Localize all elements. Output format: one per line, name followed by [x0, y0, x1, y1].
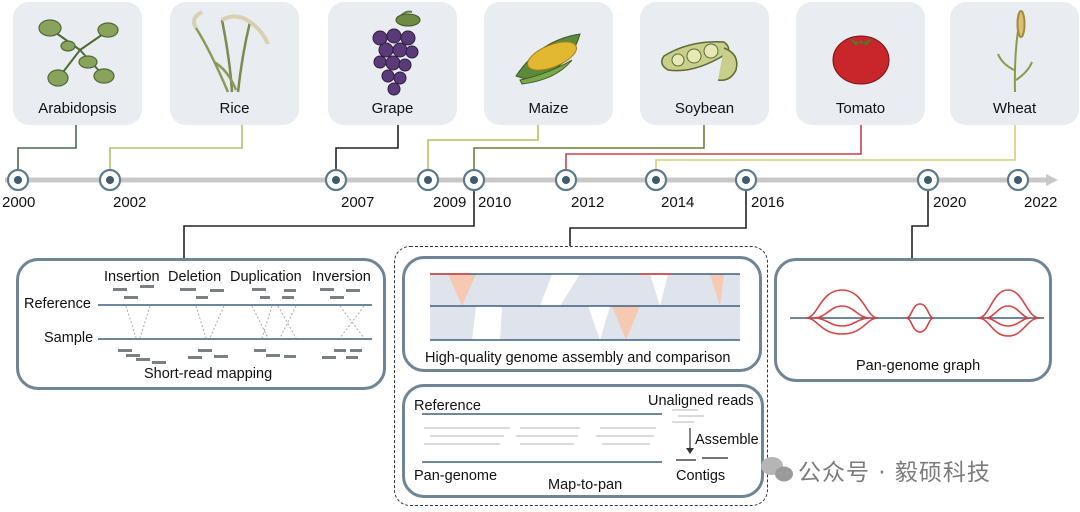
- year-label-2022: 2022: [1024, 194, 1058, 211]
- year-label-2009: 2009: [433, 194, 467, 211]
- maize-connector: [427, 125, 539, 171]
- watermark-text: 公众号 · 毅硕科技: [798, 460, 991, 486]
- year-label-2012: 2012: [571, 194, 605, 211]
- crop-label-grape: Grape: [371, 100, 414, 117]
- map-to-pan-caption: Map-to-pan: [548, 477, 623, 493]
- year-label-2014: 2014: [661, 194, 695, 211]
- short-read-sample-label: Sample: [44, 330, 94, 346]
- rice-connector: [109, 125, 243, 171]
- assembly-connector: [569, 190, 747, 246]
- crop-label-wheat: Wheat: [992, 100, 1037, 117]
- short-read-mapping-panel: [16, 258, 386, 390]
- year-label-2002: 2002: [113, 194, 147, 211]
- short-read-reference-label: Reference: [24, 296, 91, 312]
- crop-card-rice: [170, 2, 299, 125]
- crop-label-rice: Rice: [219, 100, 250, 117]
- graph-connector: [911, 190, 929, 258]
- tomato-icon: [832, 35, 890, 85]
- timeline-arrow: [1046, 174, 1058, 186]
- arabidopsis-connector: [17, 125, 77, 171]
- year-label-2000: 2000: [2, 194, 36, 211]
- variant-type-deletion: Deletion: [168, 269, 222, 285]
- crop-label-maize: Maize: [528, 100, 569, 117]
- year-label-2007: 2007: [341, 194, 375, 211]
- crop-card-arabidopsis: [13, 2, 142, 125]
- variant-type-insertion: Insertion: [104, 269, 160, 285]
- wheat-plant-icon: [997, 10, 1033, 93]
- soybean-connector: [473, 125, 705, 171]
- variant-type-inversion: Inversion: [312, 269, 371, 285]
- assemble-label: Assemble: [695, 432, 759, 448]
- crop-label-tomato: Tomato: [835, 100, 886, 117]
- pan-genome-graph-panel: [774, 258, 1052, 382]
- unaligned-reads-label: Unaligned reads: [648, 393, 754, 409]
- map-to-pan-reference-label: Reference: [414, 398, 481, 414]
- soybean-pod-icon: [661, 41, 738, 82]
- pan-genome-graph-caption: Pan-genome graph: [856, 358, 981, 374]
- crop-label-soybean: Soybean: [674, 100, 735, 117]
- grape-connector: [335, 125, 399, 171]
- short-read-connector: [183, 190, 475, 258]
- variant-type-duplication: Duplication: [230, 269, 302, 285]
- tomato-connector: [565, 125, 862, 171]
- year-label-2016: 2016: [751, 194, 785, 211]
- rice-plant-icon: [192, 10, 270, 93]
- short-read-caption: Short-read mapping: [144, 366, 273, 382]
- genome-assembly-caption: High-quality genome assembly and compari…: [425, 350, 731, 366]
- year-label-2020: 2020: [933, 194, 967, 211]
- year-label-2010: 2010: [478, 194, 512, 211]
- crop-label-arabidopsis: Arabidopsis: [38, 100, 117, 117]
- assembly-methods-group: [394, 246, 768, 506]
- arabidopsis-plant-icon: [38, 19, 119, 87]
- pan-genome-label: Pan-genome: [414, 468, 498, 484]
- maize-cob-icon: [515, 33, 581, 85]
- map-to-pan-panel: [402, 384, 764, 498]
- wheat-connector: [655, 125, 1016, 171]
- contigs-label: Contigs: [676, 468, 726, 484]
- grape-cluster-icon: [372, 10, 421, 96]
